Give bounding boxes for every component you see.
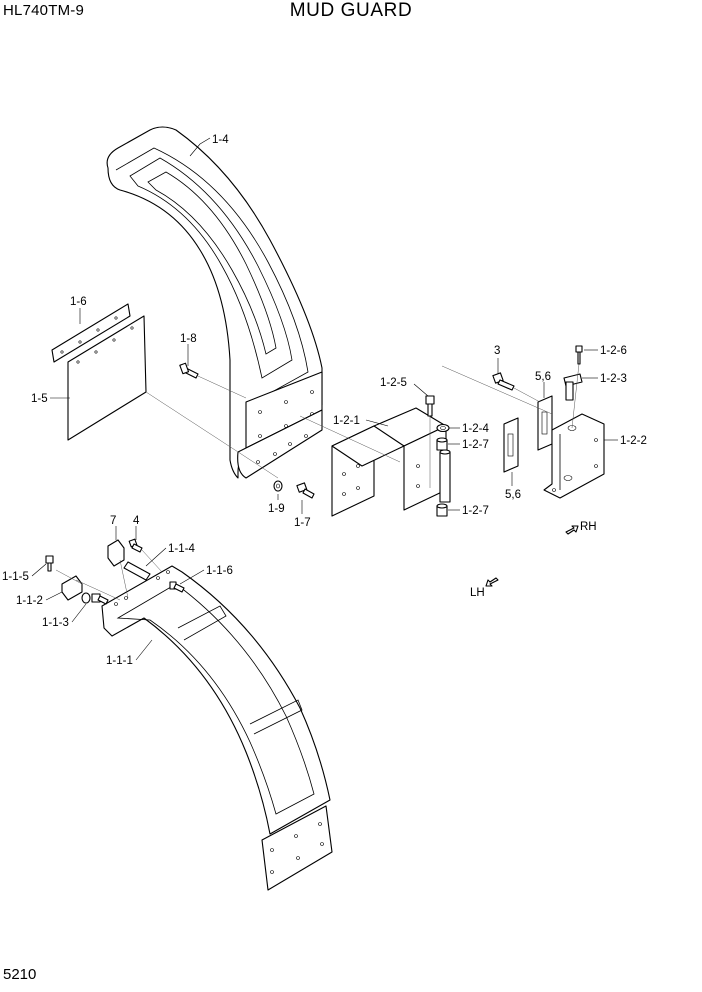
bracket-1-2-1 <box>331 407 447 517</box>
bushing-1-2-7-bottom <box>436 503 448 517</box>
bracket-1-2-2 <box>543 413 605 499</box>
callout-1-1-6: 1-1-6 <box>206 565 233 577</box>
callout-5-6-lower: 5,6 <box>505 489 521 501</box>
callout-1-1-2: 1-1-2 <box>16 595 43 607</box>
callout-1-2-2: 1-2-2 <box>620 435 647 447</box>
bushing-1-2-7-top <box>436 437 448 451</box>
direction-lh-label: LH <box>470 587 485 599</box>
callout-1-2-7-lower: 1-2-7 <box>462 505 489 517</box>
fender-upper <box>106 126 323 479</box>
callout-1-2-6: 1-2-6 <box>600 345 627 357</box>
callout-1-5: 1-5 <box>31 393 48 405</box>
callout-1-1-1: 1-1-1 <box>106 655 133 667</box>
bolt-4 <box>128 538 143 553</box>
pin-1-2-3 <box>563 373 583 401</box>
bolt-1-7 <box>296 482 315 499</box>
washer-1-2-4 <box>436 423 450 433</box>
assembly-lines <box>55 363 580 601</box>
callout-4: 4 <box>133 515 140 527</box>
callout-7: 7 <box>110 515 116 527</box>
callout-1-2-4: 1-2-4 <box>462 423 489 435</box>
callout-1-1-3: 1-1-3 <box>42 617 69 629</box>
washer-bolt-1-1-3 <box>81 592 109 605</box>
flap-strip <box>51 303 131 363</box>
bolt-1-8 <box>179 362 199 379</box>
callout-3: 3 <box>494 345 500 357</box>
bolt-1-1-5 <box>45 555 54 572</box>
bolt-1-2-6 <box>575 345 583 365</box>
bracket-7 <box>107 539 125 567</box>
callout-1-1-4: 1-1-4 <box>168 543 195 555</box>
callout-1-2-7-upper: 1-2-7 <box>462 439 489 451</box>
callout-1-2-3: 1-2-3 <box>600 373 627 385</box>
callout-1-8: 1-8 <box>180 333 197 345</box>
callout-1-7: 1-7 <box>294 517 311 529</box>
callout-1-2-5: 1-2-5 <box>380 377 407 389</box>
page-title: MUD GUARD <box>289 0 413 21</box>
callout-1-6: 1-6 <box>70 296 87 308</box>
callout-1-4: 1-4 <box>212 134 229 146</box>
model-number: HL740TM-9 <box>3 2 84 19</box>
callout-1-9: 1-9 <box>268 503 285 515</box>
lh-arrow-icon <box>485 577 499 587</box>
leader-lines <box>31 137 618 661</box>
direction-rh-label: RH <box>580 521 597 533</box>
callout-labels: 1-4 1-6 1-5 1-8 1-9 1-7 1-2-1 1-2-5 1-2-… <box>2 134 647 667</box>
fender-frame-1-1-1 <box>101 565 333 891</box>
pin-1-1-4 <box>123 561 151 581</box>
washer-1-9 <box>273 480 283 492</box>
rh-arrow-icon <box>565 525 579 535</box>
callout-1-1-5: 1-1-5 <box>2 571 29 583</box>
bolt-3 <box>492 372 515 391</box>
callout-1-2-1: 1-2-1 <box>333 415 360 427</box>
bolt-1-1-6 <box>169 581 185 593</box>
bolt-1-2-5 <box>425 395 435 417</box>
page-number: 5210 <box>3 966 37 983</box>
plate-1-1-2 <box>61 575 83 601</box>
shim-5-6-lower <box>503 417 519 473</box>
shim-5-6-upper <box>537 395 553 451</box>
hinge-pin <box>439 449 451 503</box>
callout-5-6-upper: 5,6 <box>535 371 551 383</box>
